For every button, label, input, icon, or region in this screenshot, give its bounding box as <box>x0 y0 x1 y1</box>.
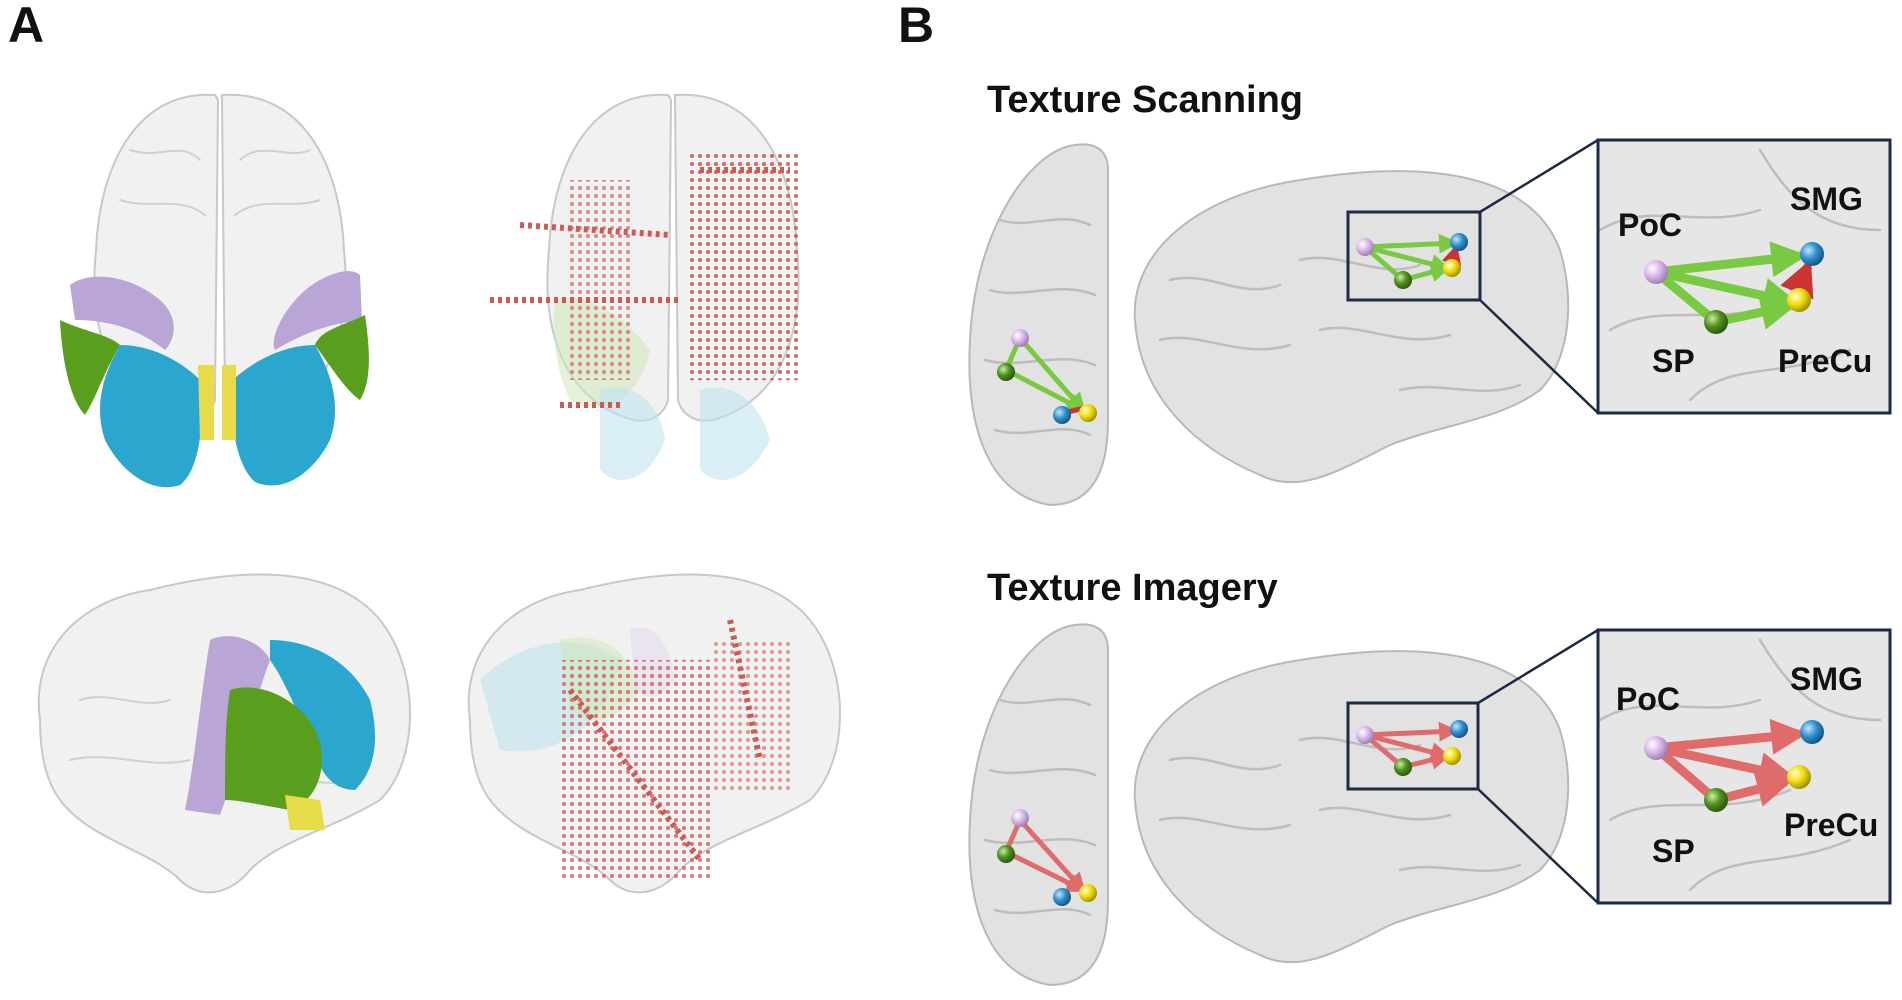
scan-inset-edge-5 <box>1780 259 1814 300</box>
region-precu-left <box>198 365 214 440</box>
panel-a-top-view-electrodes <box>490 93 800 480</box>
region-poc-right <box>273 271 362 350</box>
img-zoom-box <box>1346 701 1480 791</box>
scan-top-edge-3 <box>1004 367 1087 413</box>
scan-label-sp: SP <box>1652 343 1695 379</box>
node-poc-scan-lat <box>1356 238 1374 256</box>
node-sp-scan-inset <box>1704 310 1728 334</box>
scan-leader-top <box>1479 138 1599 214</box>
electrode-shaft-2 <box>519 222 671 238</box>
faint-smg-top <box>600 387 770 480</box>
scan-lat-edge-1 <box>1364 233 1459 254</box>
node-smg-scan-lat <box>1450 233 1468 251</box>
brain-lateral-solid-2 <box>1133 650 1570 964</box>
img-leader-top <box>1477 628 1599 705</box>
img-label-precu: PreCu <box>1784 807 1878 843</box>
brain-top-narrow-gyri-2 <box>983 697 1097 917</box>
scan-inset-edge-1 <box>1655 241 1808 278</box>
scan-label-precu: PreCu <box>1778 343 1872 379</box>
node-sp-img-inset <box>1704 788 1728 812</box>
electrode-shaft-lat-1 <box>567 688 703 862</box>
node-precu-scan-top <box>1079 404 1097 422</box>
scanning-top-view <box>968 143 1109 507</box>
node-smg-img-lat <box>1450 720 1468 738</box>
img-inset-frame <box>1596 628 1892 905</box>
imagery-inset: PoC SMG SP PreCu <box>1598 630 1890 903</box>
title-texture-imagery: Texture Imagery <box>987 567 1278 609</box>
electrodes-top-1 <box>690 150 800 380</box>
img-inset-gyri <box>1598 638 1882 892</box>
node-precu-scan-lat <box>1443 259 1461 277</box>
node-smg-img-inset <box>1800 720 1824 744</box>
node-precu-img-inset <box>1787 765 1811 789</box>
node-sp-scan-lat <box>1394 271 1412 289</box>
scan-inset-frame <box>1596 138 1892 415</box>
brain-lateral-gyri-2 <box>1158 736 1522 872</box>
node-precu-scan-inset <box>1787 288 1811 312</box>
node-sp-img-top <box>997 845 1015 863</box>
region-sp-lateral <box>225 687 322 810</box>
node-poc-scan-top <box>1011 329 1029 347</box>
img-inset-edge-2 <box>1653 744 1719 804</box>
region-sp-left <box>60 320 120 415</box>
node-poc-img-lat <box>1356 726 1374 744</box>
imagery-lateral-view <box>1133 650 1570 964</box>
panel-a-lateral-view-regions <box>37 573 411 894</box>
node-sp-img-lat <box>1394 758 1412 776</box>
img-label-sp: SP <box>1652 833 1695 869</box>
electrode-grid-top <box>490 150 800 408</box>
node-poc-scan-inset <box>1644 260 1668 284</box>
region-precu-lateral <box>285 795 325 830</box>
node-smg-img-top <box>1053 888 1071 906</box>
img-inset-edge-4 <box>1714 771 1793 807</box>
brain-top-narrow-2 <box>968 623 1109 987</box>
panel-a-lateral-view-electrodes <box>467 573 841 894</box>
scan-inset-edge-4 <box>1715 294 1798 330</box>
img-inset-edge-3 <box>1655 743 1796 788</box>
brain-top-narrow-1 <box>968 143 1109 507</box>
brain-lateral-gyri-1 <box>1158 256 1522 392</box>
img-lat-edge-1 <box>1364 721 1459 742</box>
scan-inset-gyri <box>1598 148 1882 402</box>
title-texture-scanning: Texture Scanning <box>987 79 1303 121</box>
imagery-top-view <box>968 623 1109 987</box>
img-top-edge-3 <box>1004 849 1087 893</box>
node-poc-img-inset <box>1644 736 1668 760</box>
node-precu-img-lat <box>1443 747 1461 765</box>
scan-leader-bottom <box>1479 299 1599 414</box>
brain-top-narrow-gyri-1 <box>983 217 1097 437</box>
node-sp-scan-top <box>997 363 1015 381</box>
scan-label-smg: SMG <box>1790 181 1863 217</box>
electrodes-top-2 <box>570 180 630 380</box>
region-smg-right <box>232 345 335 486</box>
scanning-lateral-view <box>1133 170 1570 484</box>
region-smg-lateral <box>270 640 375 790</box>
panel-a-top-view-regions <box>60 93 369 488</box>
img-label-smg: SMG <box>1790 661 1863 697</box>
node-poc-img-top <box>1011 809 1029 827</box>
brain-lateral-solid-1 <box>1133 170 1570 484</box>
img-label-poc: PoC <box>1616 681 1680 717</box>
region-smg-left <box>100 345 202 488</box>
scan-inset-edge-2 <box>1653 268 1719 326</box>
node-precu-img-top <box>1079 884 1097 902</box>
scanning-inset: PoC SMG SP PreCu <box>1598 140 1890 413</box>
region-poc-left <box>70 276 174 350</box>
panel-a-label: A <box>8 0 44 53</box>
region-sp-right <box>315 315 369 400</box>
img-inset-edge-1 <box>1655 718 1808 755</box>
scan-zoom-box <box>1346 210 1482 302</box>
electrodes-lateral-1 <box>560 660 710 880</box>
node-smg-scan-inset <box>1800 242 1824 266</box>
brain-top-gyri <box>119 149 321 216</box>
scan-label-poc: PoC <box>1618 207 1682 243</box>
region-precu-right <box>222 365 236 440</box>
panel-b-label: B <box>898 0 934 53</box>
img-leader-bottom <box>1477 788 1599 904</box>
node-smg-scan-top <box>1053 406 1071 424</box>
